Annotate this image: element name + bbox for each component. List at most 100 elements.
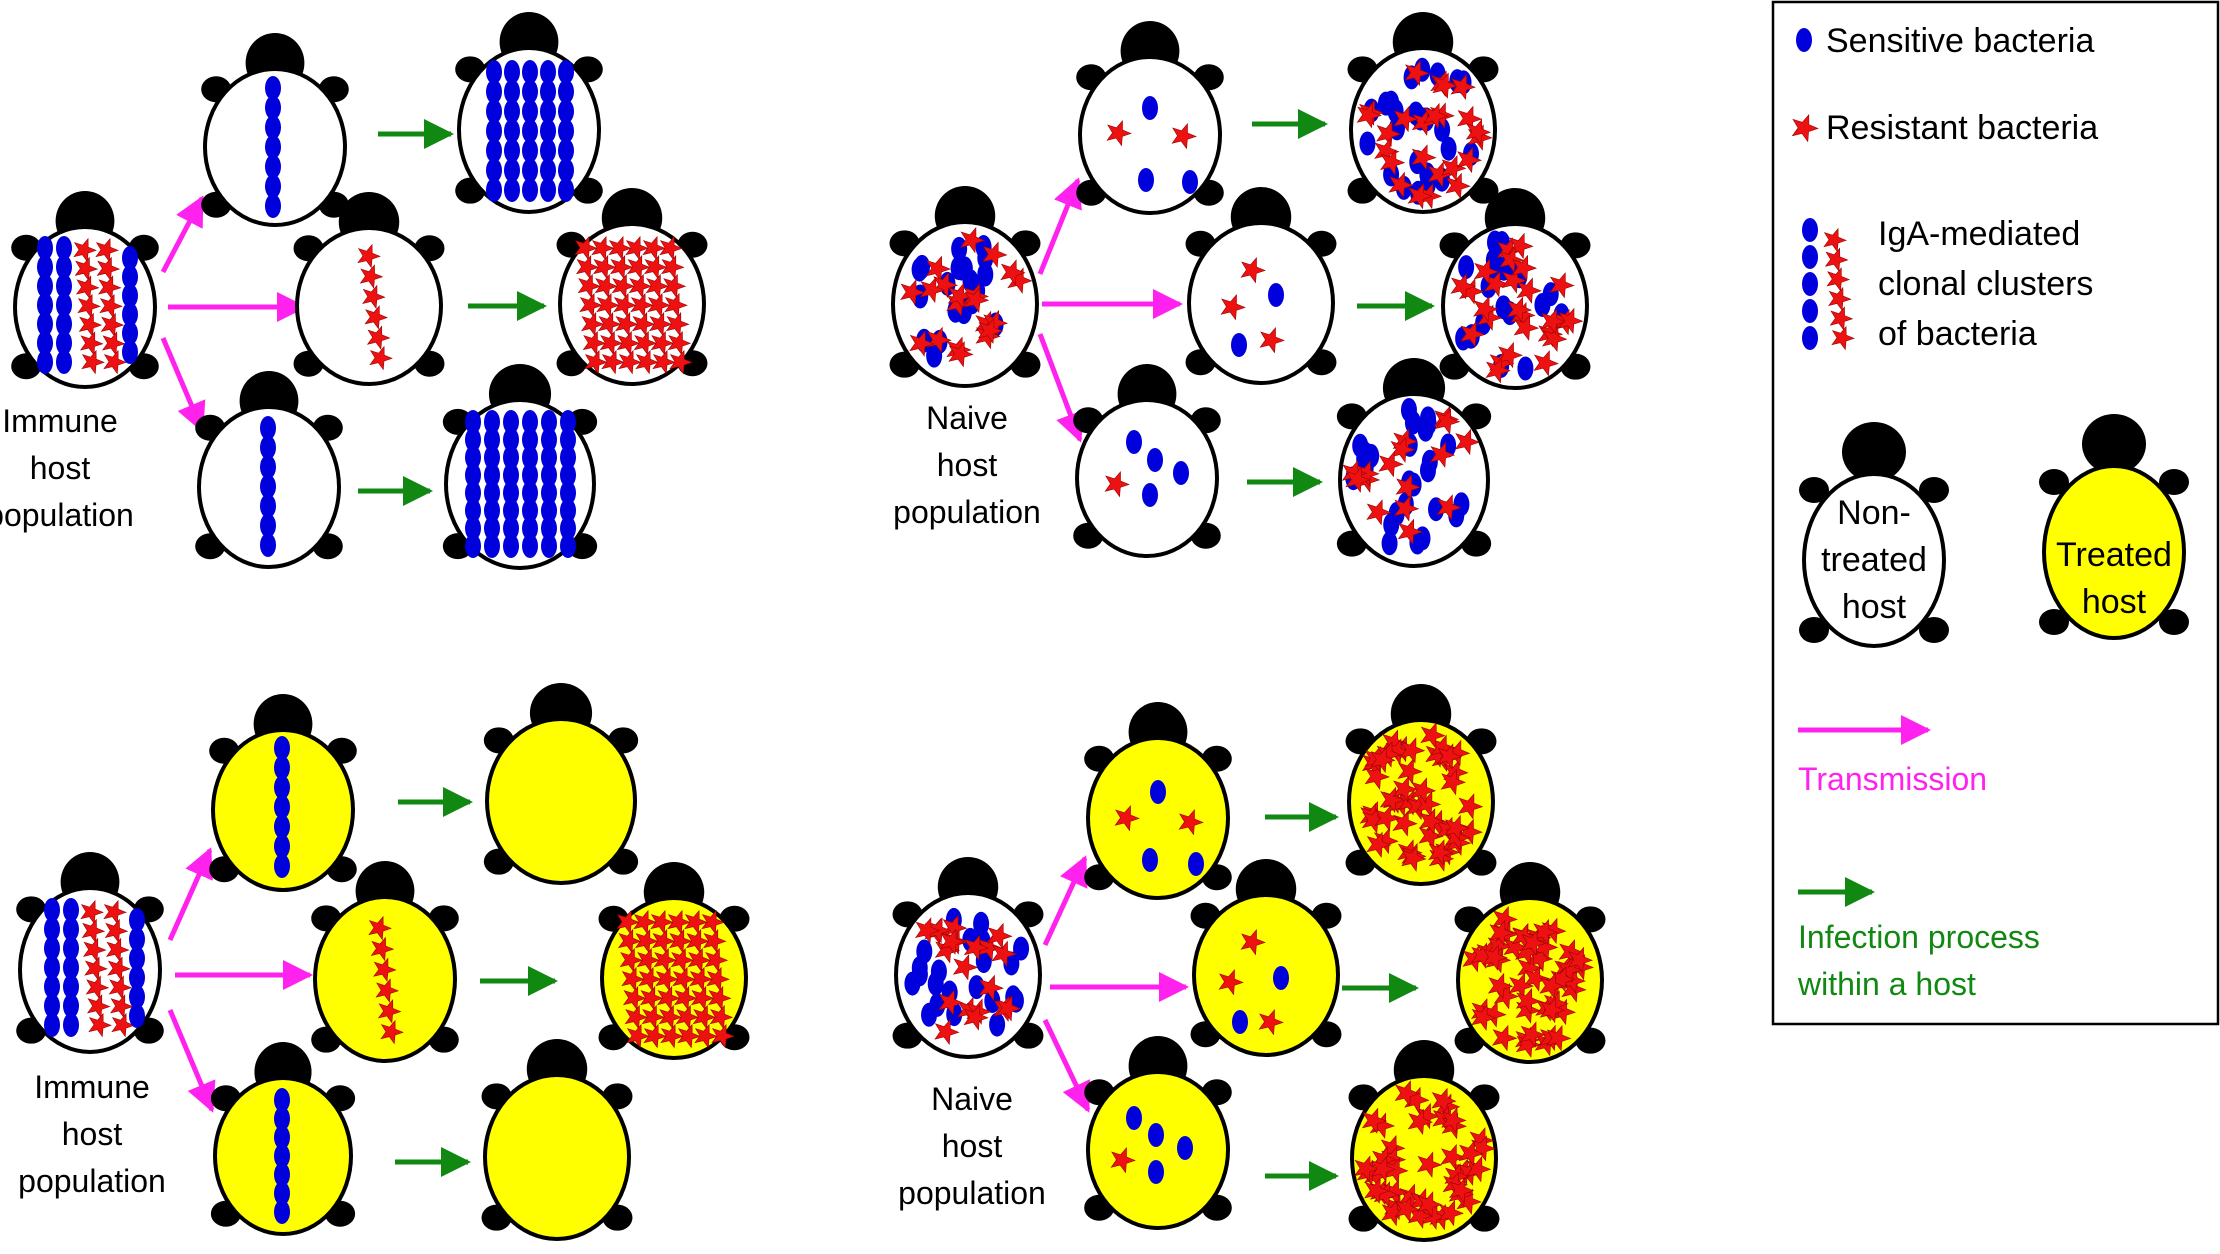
sensitive-bacterium (274, 854, 290, 878)
sensitive-bacterium (274, 1144, 290, 1168)
immune-recipient-host-2 (293, 192, 445, 386)
resistant-bacterium (575, 254, 600, 280)
sensitive-bacterium (260, 474, 276, 499)
resistant-bacterium (103, 349, 127, 375)
resistant-bacterium (103, 899, 127, 925)
resistant-bacterium (650, 909, 674, 935)
resistant-bacterium (78, 312, 103, 338)
legend-cluster-line3: of bacteria (1878, 315, 2037, 353)
resistant-bacterium (938, 989, 964, 1016)
resistant-bacterium (641, 1004, 666, 1030)
resistant-bacterium (357, 243, 381, 269)
sensitive-bacterium (260, 455, 276, 479)
sensitive-bacterium (522, 60, 538, 84)
resistant-bacterium (1401, 845, 1427, 872)
naive-outcome-host-1 (1347, 12, 1499, 214)
resistant-bacterium (104, 918, 129, 944)
sensitive-bacterium (44, 1013, 60, 1037)
resistant-bacterium (1444, 814, 1470, 842)
resistant-bacterium (1106, 119, 1132, 147)
resistant-bacterium (1178, 808, 1204, 836)
resistant-bacterium (652, 349, 676, 375)
sensitive-bacterium (560, 534, 576, 558)
naive-treated-recipient-host-3 (1084, 1036, 1232, 1230)
resistant-bacterium (959, 226, 986, 254)
sensitive-bacterium (1182, 170, 1198, 194)
sensitive-bacterium (1802, 299, 1818, 323)
resistant-bacterium (660, 254, 685, 280)
sensitive-bacterium (503, 463, 519, 488)
sensitive-bacterium (541, 498, 557, 523)
sensitive-bacterium (558, 138, 574, 163)
resistant-bacterium (655, 966, 679, 992)
resistant-bacterium (368, 915, 392, 941)
resistant-bacterium (1428, 839, 1454, 866)
resistant-bacterium (1533, 350, 1559, 377)
sensitive-bacterium (522, 158, 538, 183)
sensitive-bacterium (63, 936, 79, 961)
resistant-bacterium (662, 273, 687, 299)
host-shell (444, 398, 596, 570)
sensitive-bacterium (56, 312, 72, 336)
resistant-bacterium (1539, 996, 1566, 1024)
sensitive-bacterium (56, 255, 72, 279)
resistant-bacterium (643, 1023, 667, 1049)
host-shell (483, 1073, 631, 1241)
resistant-bacterium (100, 312, 125, 338)
naive-top-label-line3: population (893, 494, 1041, 530)
resistant-bacterium (1220, 293, 1246, 321)
transmission-arrow (167, 847, 213, 942)
blue-oval-icon (1796, 28, 1812, 52)
sensitive-bacterium (37, 274, 53, 298)
resistant-bacterium (952, 953, 979, 981)
resistant-bacterium (1516, 277, 1542, 304)
sensitive-bacterium (522, 516, 538, 541)
resistant-bacterium (636, 947, 661, 973)
transmission-arrow (160, 337, 206, 433)
host-shell (2042, 464, 2186, 640)
resistant-bacterium (963, 1004, 989, 1031)
sensitive-bacterium (274, 814, 290, 839)
sensitive-bacterium (265, 135, 281, 159)
sensitive-bacterium (465, 410, 481, 434)
sensitive-bacterium (260, 416, 276, 440)
naive-outcome-host-3 (1336, 358, 1492, 568)
sensitive-bacterium (129, 946, 145, 971)
sensitive-bacterium (503, 534, 519, 558)
immune-treated-outcome-host-1 (483, 683, 639, 885)
resistant-bacterium (105, 937, 130, 963)
sensitive-bacterium (486, 79, 502, 104)
resistant-bacterium (359, 264, 384, 289)
sensitive-bacterium (465, 427, 481, 452)
resistant-bacterium (85, 975, 110, 1000)
sensitive-bacterium (260, 494, 276, 518)
sensitive-bacterium (522, 534, 538, 558)
resistant-bacterium (616, 330, 641, 356)
resistant-bacterium (366, 325, 391, 350)
resistant-bacterium (692, 1004, 717, 1030)
sensitive-bacterium (522, 178, 538, 202)
legend: Sensitive bacteria Resistant bacteria Ig… (1771, 0, 2220, 1026)
sensitive-bacterium (44, 936, 60, 961)
resistant-bacterium (77, 293, 101, 319)
sensitive-bacterium (484, 498, 500, 523)
resistant-bacterium (599, 330, 624, 356)
sensitive-bacterium (540, 119, 556, 143)
resistant-bacterium (1378, 450, 1404, 478)
sensitive-bacterium (44, 917, 60, 942)
resistant-bacterium (1399, 737, 1426, 764)
resistant-bacterium (926, 326, 952, 354)
resistant-bacterium (592, 254, 617, 280)
resistant-bacterium (86, 994, 111, 1019)
immune-bottom-label-line2: host (62, 1116, 123, 1152)
resistant-bacterium (668, 928, 693, 954)
resistant-bacterium (1515, 1031, 1542, 1058)
sensitive-bacterium (484, 463, 500, 488)
resistant-bacterium (1416, 1151, 1443, 1178)
resistant-bacterium (1508, 232, 1534, 260)
resistant-bacterium (1397, 518, 1424, 545)
resistant-bacterium (1407, 182, 1433, 210)
resistant-bacterium (628, 273, 653, 299)
immune-source-host (11, 191, 159, 389)
immune-recipient-host-3 (195, 371, 343, 569)
